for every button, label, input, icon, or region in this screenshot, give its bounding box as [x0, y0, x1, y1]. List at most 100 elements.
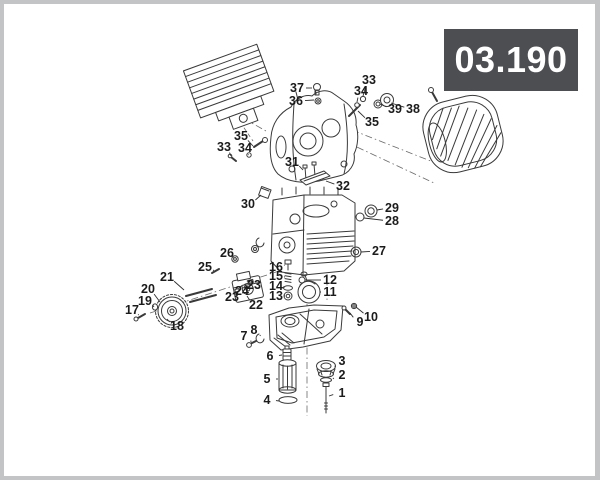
leader-line — [173, 280, 185, 291]
leader-line — [356, 97, 359, 103]
part-5-oil-filter — [278, 359, 297, 394]
callout-21: 21 — [160, 270, 174, 284]
callout-26: 26 — [220, 246, 234, 260]
part-30-plug — [258, 186, 272, 199]
callout-35: 35 — [234, 129, 248, 143]
callout-22: 22 — [249, 298, 263, 312]
part-lower-crankcase — [270, 186, 356, 276]
callout-16: 16 — [269, 260, 283, 274]
part-3-cap — [316, 360, 336, 378]
leader-line — [232, 257, 235, 259]
leader-line — [298, 165, 304, 171]
part-14-washer — [283, 285, 293, 291]
part-17-bolt — [133, 313, 146, 322]
callout-7: 7 — [241, 329, 248, 343]
section-code-badge: 03.190 — [444, 29, 578, 91]
leader-line — [166, 318, 170, 323]
callout-33: 33 — [217, 140, 231, 154]
section-code: 03.190 — [454, 39, 568, 80]
leader-line — [357, 110, 366, 118]
callout-17: 17 — [125, 303, 139, 317]
callout-32: 32 — [336, 179, 350, 193]
part-18-sprocket — [155, 294, 189, 328]
callout-1: 1 — [339, 386, 346, 400]
callout-31: 31 — [285, 155, 299, 169]
part-oil-sump — [268, 304, 344, 351]
part-37-breather — [313, 83, 321, 96]
leader-line — [379, 103, 387, 108]
leader-line — [390, 102, 405, 108]
leader-line — [363, 217, 384, 221]
leader-line — [246, 295, 251, 301]
part-upper-crankcase — [269, 85, 359, 183]
leader-line — [212, 269, 215, 272]
leader-line — [137, 314, 140, 316]
callout-13: 13 — [269, 289, 283, 303]
callout-8: 8 — [251, 323, 258, 337]
callout-38: 38 — [406, 102, 420, 116]
leader-line — [325, 180, 335, 185]
callout-28: 28 — [385, 214, 399, 228]
part-16-bolt — [284, 259, 292, 271]
callout-39: 39 — [388, 102, 402, 116]
part-4-oring — [278, 396, 298, 404]
part-28-oring — [355, 212, 365, 222]
leader-line — [349, 312, 354, 318]
callout-15: 15 — [269, 269, 283, 283]
callout-27: 27 — [372, 244, 386, 258]
part-21-shafts — [185, 288, 217, 303]
leader-line — [255, 194, 262, 201]
part-36-ring — [314, 97, 322, 105]
part-38-cap — [380, 93, 394, 107]
callout-23: 23 — [247, 278, 261, 292]
part-right-stud-group — [348, 95, 367, 117]
leader-lines — [137, 86, 405, 402]
leader-line — [362, 86, 367, 97]
callout-19: 19 — [138, 294, 152, 308]
callout-36: 36 — [289, 94, 303, 108]
callout-6: 6 — [267, 349, 274, 363]
leader-line — [328, 394, 334, 397]
leader-line — [304, 99, 315, 102]
callout-33: 33 — [362, 73, 376, 87]
callout-10: 10 — [364, 310, 378, 324]
callout-14: 14 — [269, 279, 283, 293]
callout-37: 37 — [290, 81, 304, 95]
exploded-diagram: 1234567891011121314151617181920212223242… — [125, 43, 504, 416]
callout-25: 25 — [198, 260, 212, 274]
callout-35: 35 — [365, 115, 379, 129]
callout-18: 18 — [170, 319, 184, 333]
part-cylinder-assembly — [182, 43, 275, 130]
part-13-nut — [283, 291, 293, 301]
leader-line — [332, 377, 335, 380]
part-mid-fasteners — [211, 237, 265, 274]
part-15-spring — [284, 272, 292, 283]
part-32-bracket — [299, 170, 331, 186]
callout-5: 5 — [264, 372, 271, 386]
leader-line — [246, 280, 251, 283]
callout-12: 12 — [323, 273, 337, 287]
part-22-oil-pump — [231, 270, 264, 303]
leader-line — [243, 284, 247, 288]
callout-3: 3 — [339, 354, 346, 368]
part-19-washer — [151, 303, 159, 311]
callout-24: 24 — [235, 284, 249, 298]
callout-30: 30 — [241, 197, 255, 211]
callout-9: 9 — [357, 315, 364, 329]
part-6-fitting — [282, 345, 292, 361]
leader-line — [247, 140, 254, 147]
callout-23: 23 — [225, 290, 239, 304]
leader-line — [229, 152, 232, 157]
leader-line — [360, 250, 371, 253]
part-bottom-fasteners — [246, 333, 265, 348]
part-head-cover — [422, 94, 504, 174]
leader-line — [247, 154, 249, 156]
callout-34: 34 — [238, 141, 252, 155]
callout-4: 4 — [264, 393, 271, 407]
part-9-10-bolts — [341, 302, 358, 315]
callout-29: 29 — [385, 201, 399, 215]
leader-line — [355, 306, 364, 314]
part-2-oring — [320, 377, 332, 383]
part-1-bolt — [322, 382, 330, 414]
